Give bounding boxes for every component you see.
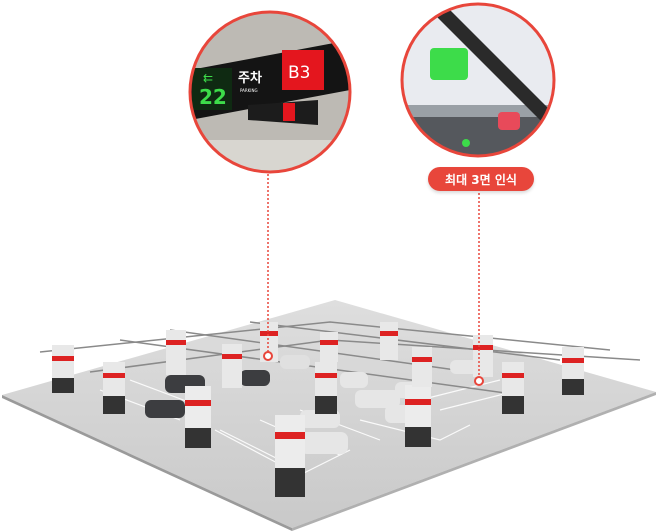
callout-sensors [400, 2, 556, 158]
left-arrow-icon: ⇇ [203, 71, 213, 85]
sensor-marker-right [474, 376, 484, 386]
floor-label: B3 [288, 63, 310, 83]
max-recognition-badge: 최대 3면 인식 [428, 167, 534, 191]
sign-sublabel: PARKING [240, 88, 258, 93]
green-led-sensor [430, 48, 468, 80]
callout-parking-sign: 22 ⇇ 주차 PARKING B3 [188, 10, 352, 174]
sign-count: 22 [199, 85, 227, 109]
callout-leaders [267, 174, 480, 380]
sign-label: 주차 [238, 70, 262, 86]
sensor-marker-left [263, 351, 273, 361]
pillars [52, 322, 584, 497]
red-led-sensor [498, 112, 520, 130]
